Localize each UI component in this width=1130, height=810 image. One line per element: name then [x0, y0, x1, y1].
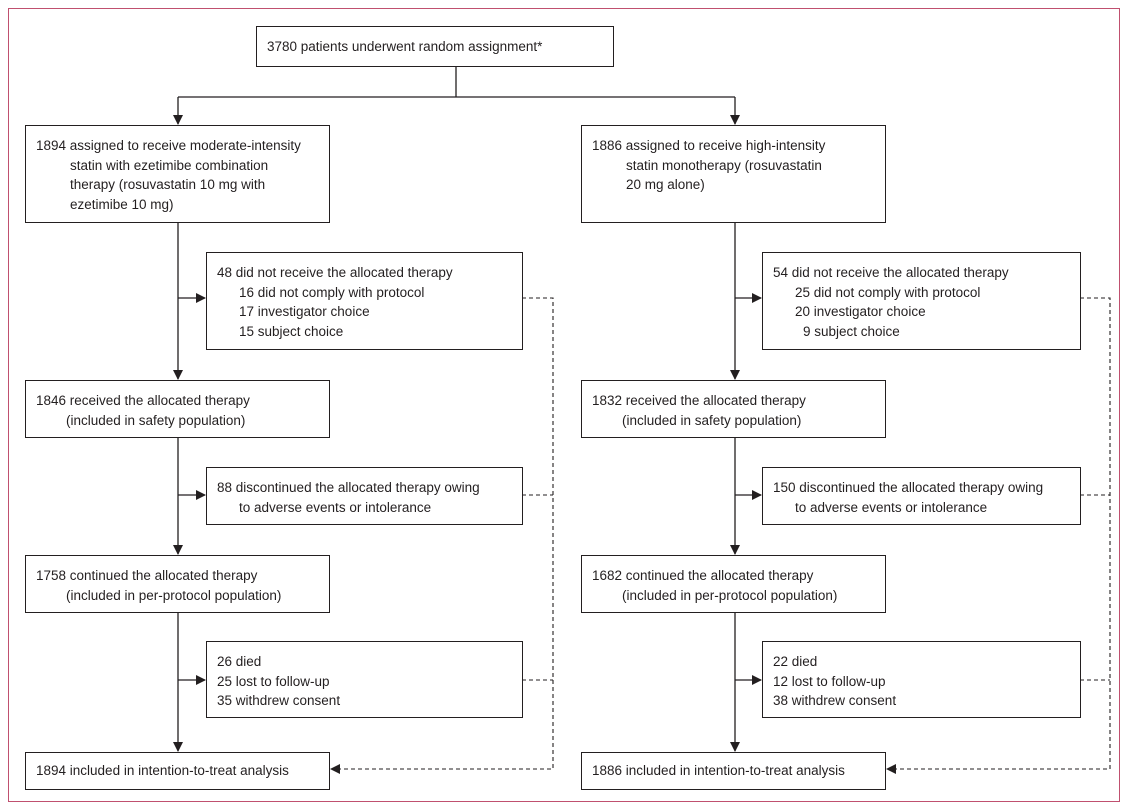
box-line: 20 mg alone)	[626, 177, 705, 192]
box-line: 35 withdrew consent	[217, 693, 341, 708]
box-line: 9 subject choice	[803, 323, 900, 339]
box-line: 1894 included in intention-to-treat anal…	[36, 763, 289, 778]
box-line: to adverse events or intolerance	[239, 499, 432, 515]
right-received-box: 1832 received the allocated therapy (inc…	[581, 380, 886, 438]
box-line: 12 lost to follow-up	[773, 673, 886, 689]
box-line: (included in safety population)	[66, 412, 246, 428]
left-itt-box: 1894 included in intention-to-treat anal…	[25, 752, 330, 790]
left-lost-box: 26 died 25 lost to follow-up 35 withdrew…	[206, 641, 523, 718]
box-line: 1894 assigned to receive moderate-intens…	[36, 138, 301, 153]
box-line: (included in per-protocol population)	[622, 587, 838, 603]
box-line: 20 investigator choice	[795, 304, 926, 319]
left-dashed-return	[340, 297, 554, 770]
randomised-text: 3780 patients underwent random assignmen…	[267, 39, 543, 54]
right-lost-box: 22 died 12 lost to follow-up 38 withdrew…	[762, 641, 1081, 718]
left-not-received-box: 48 did not receive the allocated therapy…	[206, 252, 523, 350]
box-line: 54 did not receive the allocated therapy	[773, 265, 1009, 280]
box-line: statin with ezetimibe combination	[70, 157, 269, 173]
box-line: 1832 received the allocated therapy	[592, 393, 806, 408]
figure-frame	[8, 8, 1120, 802]
box-line: 1758 continued the allocated therapy	[36, 568, 258, 583]
left-continued-box: 1758 continued the allocated therapy (in…	[25, 555, 330, 613]
left-received-box: 1846 received the allocated therapy (inc…	[25, 380, 330, 438]
right-dashed-return	[896, 297, 1111, 770]
box-line: (included in per-protocol population)	[66, 587, 282, 603]
box-line: ezetimibe 10 mg)	[70, 196, 174, 212]
box-line: 150 discontinued the allocated therapy o…	[773, 480, 1044, 495]
randomised-box: 3780 patients underwent random assignmen…	[256, 26, 614, 67]
right-discontinued-box: 150 discontinued the allocated therapy o…	[762, 467, 1081, 525]
box-line: 1682 continued the allocated therapy	[592, 568, 814, 583]
box-line: 1886 assigned to receive high-intensity	[592, 138, 826, 153]
box-line: 15 subject choice	[239, 323, 344, 339]
box-line: 48 did not receive the allocated therapy	[217, 265, 453, 280]
box-line: 22 died	[773, 654, 818, 669]
right-assigned-box: 1886 assigned to receive high-intensity …	[581, 125, 886, 223]
left-assigned-box: 1894 assigned to receive moderate-intens…	[25, 125, 330, 223]
box-line: 16 did not comply with protocol	[239, 284, 425, 300]
box-line: statin monotherapy (rosuvastatin	[626, 157, 822, 173]
box-line: to adverse events or intolerance	[795, 499, 988, 515]
box-line: 25 lost to follow-up	[217, 673, 330, 689]
box-line: 25 did not comply with protocol	[795, 284, 981, 300]
left-discontinued-box: 88 discontinued the allocated therapy ow…	[206, 467, 523, 525]
right-itt-box: 1886 included in intention-to-treat anal…	[581, 752, 886, 790]
box-line: 88 discontinued the allocated therapy ow…	[217, 480, 480, 495]
box-line: 17 investigator choice	[239, 304, 370, 319]
right-continued-box: 1682 continued the allocated therapy (in…	[581, 555, 886, 613]
box-line: 26 died	[217, 654, 262, 669]
box-line: (included in safety population)	[622, 412, 802, 428]
box-line: 1886 included in intention-to-treat anal…	[592, 763, 845, 778]
box-line: therapy (rosuvastatin 10 mg with	[70, 177, 266, 192]
right-not-received-box: 54 did not receive the allocated therapy…	[762, 252, 1081, 350]
box-line: 38 withdrew consent	[773, 693, 897, 708]
box-line: 1846 received the allocated therapy	[36, 393, 250, 408]
